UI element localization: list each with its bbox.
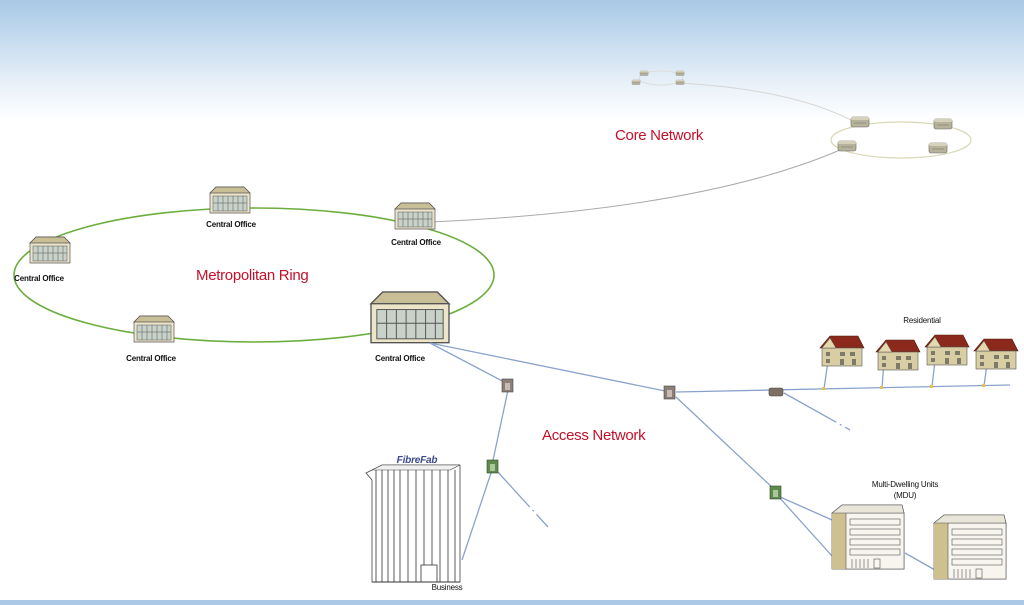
splitter-cabinet-icon — [663, 385, 676, 400]
core-router-far — [639, 70, 649, 76]
residential-house-icon — [875, 339, 921, 371]
core-router-far — [675, 79, 685, 85]
residential-house-icon — [973, 338, 1019, 370]
mdu-label-line2: (MDU) — [893, 491, 917, 500]
central-office-icon — [133, 315, 175, 343]
central-office-label: Central Office — [375, 354, 425, 363]
splitter-cabinet-icon — [501, 378, 514, 393]
splitter-green-icon — [769, 485, 782, 500]
central-office-label: Central Office — [391, 238, 441, 247]
metro-ring-title: Metropolitan Ring — [196, 267, 309, 284]
central-office-icon — [29, 236, 71, 264]
mdu-label-line1: Multi-Dwelling Units — [871, 480, 939, 489]
business-building-icon — [365, 464, 461, 583]
core-ring-near — [830, 121, 972, 159]
core-router — [850, 116, 870, 128]
business-sign: FibreFab — [396, 455, 438, 466]
core-router — [837, 140, 857, 152]
central-office-label: Central Office — [126, 354, 176, 363]
core-link-upper — [679, 82, 861, 126]
central-office-icon — [394, 202, 436, 230]
central-office-label: Central Office — [206, 220, 256, 229]
central-office-icon — [209, 186, 251, 214]
metro-ring — [13, 207, 495, 343]
splitter-closure-icon — [768, 387, 784, 397]
access-network-title: Access Network — [542, 427, 646, 444]
central-office-main-icon — [370, 291, 450, 344]
access-fiber-lines — [429, 342, 1011, 571]
core-router — [928, 142, 948, 154]
drop-points — [822, 384, 985, 390]
mdu-building-icon — [831, 504, 905, 570]
residential-house-icon — [819, 335, 865, 367]
core-network-title: Core Network — [615, 127, 704, 144]
core-link-metro — [429, 149, 841, 223]
core-ring-far — [638, 70, 684, 86]
central-office-label: Central Office — [14, 274, 64, 283]
core-router-far — [631, 79, 641, 85]
mdu-building-icon — [933, 514, 1007, 580]
core-router — [933, 118, 953, 130]
residential-label: Residential — [903, 316, 941, 325]
core-router-far — [675, 70, 685, 76]
business-label: Business — [431, 583, 463, 592]
splitter-green-icon — [486, 459, 499, 474]
residential-house-icon — [924, 334, 970, 366]
